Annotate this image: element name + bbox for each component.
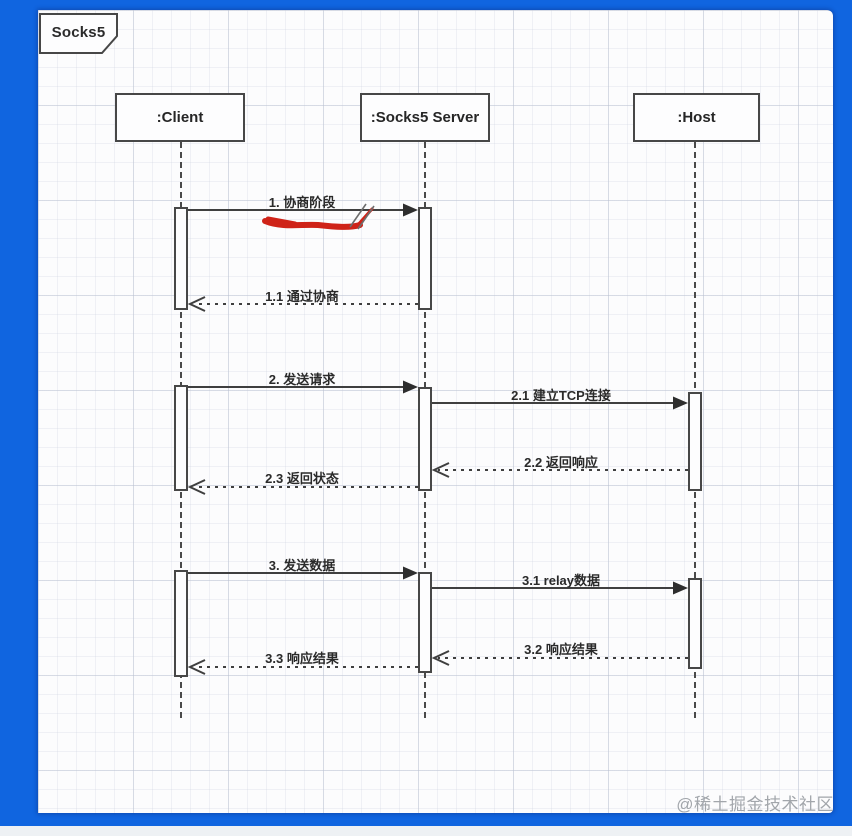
watermark: @稀土掘金技术社区 (676, 795, 834, 814)
activation-client-3 (174, 570, 188, 677)
frame-title: Socks5 (51, 24, 106, 41)
participant-socks5-server-label: :Socks5 Server (370, 109, 480, 126)
participant-socks5-server: :Socks5 Server (360, 93, 490, 142)
message-label-2-3: 2.3 返回状态 (265, 471, 339, 486)
message-label-1-1: 1.1 通过协商 (265, 289, 339, 304)
message-label-1: 1. 协商阶段 (268, 195, 336, 210)
participant-client-label: :Client (156, 109, 204, 126)
activation-host-1 (688, 392, 702, 491)
message-label-3-1: 3.1 relay数据 (521, 573, 601, 588)
bottom-gray-strip (0, 826, 852, 836)
activation-server-2 (418, 387, 432, 491)
activation-client-2 (174, 385, 188, 491)
activation-client-1 (174, 207, 188, 310)
message-label-3: 3. 发送数据 (268, 558, 336, 573)
activation-server-1 (418, 207, 432, 310)
message-label-3-2: 3.2 响应结果 (524, 642, 598, 657)
participant-host-label: :Host (677, 109, 716, 126)
message-label-3-3: 3.3 响应结果 (265, 651, 339, 666)
message-label-2: 2. 发送请求 (268, 372, 336, 387)
message-label-2-2: 2.2 返回响应 (524, 455, 598, 470)
message-label-2-1: 2.1 建立TCP连接 (511, 388, 611, 403)
participant-host: :Host (633, 93, 760, 142)
activation-server-3 (418, 572, 432, 673)
activation-host-2 (688, 578, 702, 669)
participant-client: :Client (115, 93, 245, 142)
